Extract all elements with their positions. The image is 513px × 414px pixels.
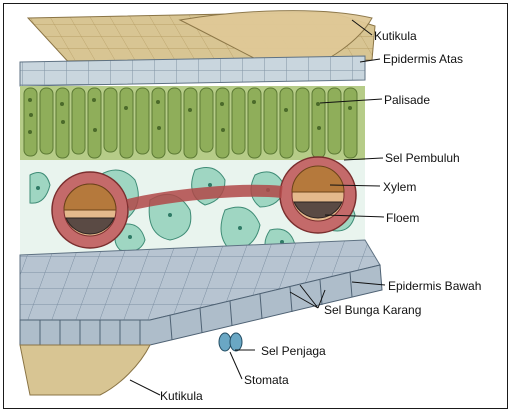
label-sel-bunga-karang: Sel Bunga Karang	[324, 303, 421, 317]
palisade-layer	[20, 86, 365, 160]
label-sel-penjaga: Sel Penjaga	[261, 344, 326, 358]
label-epidermis-atas: Epidermis Atas	[383, 52, 463, 66]
label-stomata: Stomata	[244, 373, 289, 387]
label-kutikula-top: Kutikula	[374, 29, 417, 43]
vascular-bundle-right	[280, 157, 356, 233]
label-epidermis-bawah: Epidermis Bawah	[388, 279, 481, 293]
label-floem: Floem	[386, 211, 419, 225]
vascular-bundle-left	[52, 172, 128, 248]
stomata	[219, 333, 242, 351]
label-kutikula-bottom: Kutikula	[160, 389, 203, 403]
bottom-cuticle	[20, 345, 150, 395]
label-sel-pembuluh: Sel Pembuluh	[385, 151, 460, 165]
label-palisade: Palisade	[384, 93, 430, 107]
label-xylem: Xylem	[383, 180, 416, 194]
